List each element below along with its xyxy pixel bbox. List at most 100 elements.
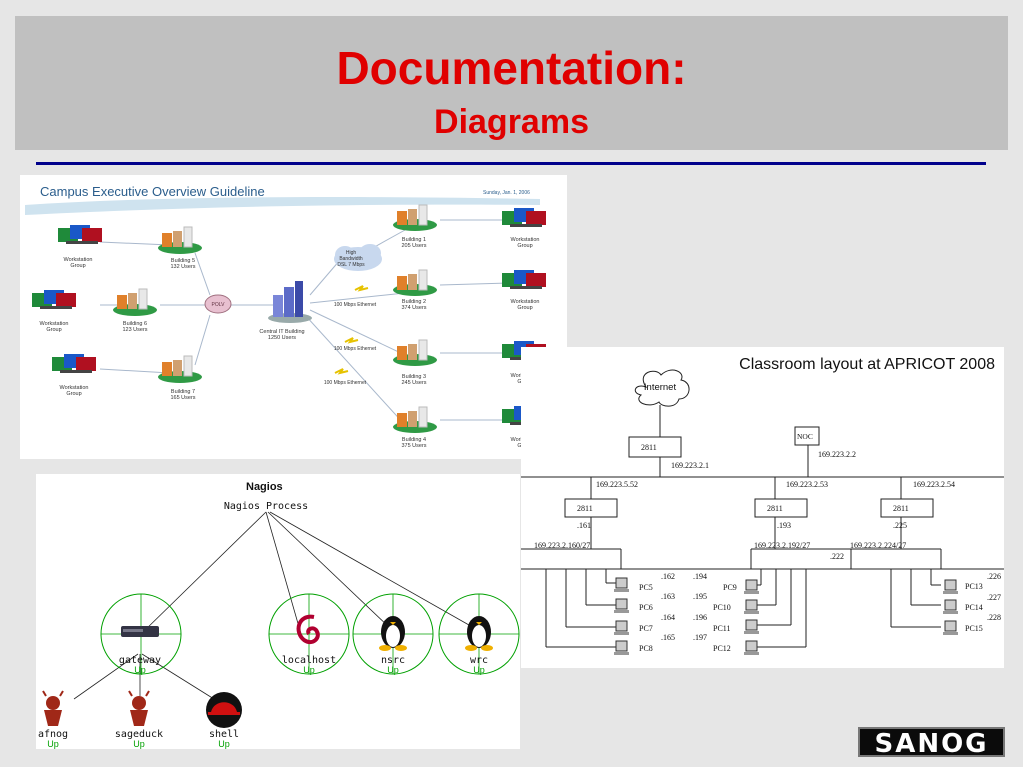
- switch-icon[interactable]: [121, 626, 159, 637]
- building-users: 132 Users: [170, 264, 195, 270]
- workstation-icon: [32, 290, 76, 309]
- host-sageduck[interactable]: sageduck: [115, 729, 163, 740]
- host-shell[interactable]: shell: [209, 729, 239, 740]
- central-label: Central IT Building: [259, 329, 304, 335]
- tux-penguin-icon[interactable]: [379, 616, 407, 651]
- internet-cloud-icon: [634, 369, 690, 407]
- pc-icon: [943, 579, 958, 594]
- campus-date: Sunday, Jan. 1, 2006: [483, 190, 530, 196]
- building-icon: [158, 355, 202, 383]
- campus-title: Campus Executive Overview Guideline: [40, 184, 265, 199]
- central-users: 1250 Users: [268, 335, 296, 341]
- workstation-label-2: Group: [46, 327, 61, 333]
- cloud-icon: [334, 244, 382, 271]
- router-ip: .193: [777, 521, 791, 530]
- pc-ip: .194: [693, 572, 707, 581]
- pc-ip: .164: [661, 613, 675, 622]
- workstation-icon: [52, 354, 96, 373]
- workstation-icon: [502, 270, 546, 289]
- debian-swirl-icon[interactable]: [296, 614, 320, 645]
- pc-icon: [614, 620, 629, 635]
- pc-icon: [744, 579, 759, 594]
- workstation-label-2: Group: [517, 243, 532, 249]
- pc-ip: .228: [987, 613, 1001, 622]
- host-status: Up: [303, 665, 315, 675]
- uplink-ip: 169.223.2.53: [786, 480, 828, 489]
- router-label: 2811: [767, 504, 783, 513]
- pc-icon: [614, 577, 629, 592]
- core-router-label: 2811: [641, 443, 657, 452]
- building-icon: [158, 226, 202, 254]
- header-divider: [36, 162, 986, 165]
- classroom-router: [564, 498, 618, 518]
- noc-label: NOC: [797, 432, 813, 441]
- pc-ip: .162: [661, 572, 675, 581]
- router-label: 2811: [893, 504, 909, 513]
- cloud-label-1: High: [346, 250, 357, 256]
- workstation-label-2: Group: [70, 263, 85, 269]
- uplink-ip: 169.223.2.54: [913, 480, 955, 489]
- nagios-links: [73, 511, 477, 700]
- pc-label: PC13: [965, 582, 983, 591]
- pc-icon: [614, 640, 629, 655]
- pc-label: PC14: [965, 603, 983, 612]
- noc-ip: 169.223.2.2: [818, 450, 856, 459]
- pc-icon: [744, 640, 759, 655]
- building-users: 245 Users: [401, 380, 426, 386]
- core-router: [628, 436, 682, 458]
- cloud-label-2: Bandwidth: [339, 256, 363, 262]
- pc-ip: .163: [661, 592, 675, 601]
- pc-icon: [943, 620, 958, 635]
- host-status: Up: [387, 665, 399, 675]
- workstation-label: Workstation: [511, 299, 540, 305]
- host-gateway[interactable]: gateway: [119, 655, 161, 666]
- pc-icon: [614, 598, 629, 613]
- router-ip: .225: [893, 521, 907, 530]
- building-users: 374 Users: [401, 305, 426, 311]
- core-ip: 169.223.2.1: [671, 461, 709, 470]
- workstation-label-2: Group: [517, 305, 532, 311]
- pc-icon: [744, 599, 759, 614]
- workstation-label: Workstation: [64, 257, 93, 263]
- pc-icon: [744, 619, 759, 634]
- nagios-map-svg: Nagios Nagios Process gateway Up localho…: [38, 481, 520, 749]
- nagios-logo: Nagios: [246, 481, 283, 493]
- host-status: Up: [218, 739, 230, 749]
- internet-label: Internet: [644, 382, 677, 393]
- redhat-icon[interactable]: [206, 692, 242, 728]
- slide-title: Documentation:: [336, 42, 687, 94]
- building-users: 375 Users: [401, 443, 426, 449]
- host-status: Up: [134, 665, 146, 675]
- host-wrc[interactable]: wrc: [470, 655, 488, 666]
- lightning-icon: [344, 337, 359, 344]
- bsd-daemon-icon[interactable]: [42, 690, 64, 726]
- pc-label: PC5: [639, 583, 653, 592]
- workstation-label: Workstation: [40, 321, 69, 327]
- pc-label: PC11: [713, 624, 731, 633]
- central-building-icon: [268, 281, 312, 323]
- campus-links: [99, 219, 511, 426]
- host-status: Up: [47, 739, 59, 749]
- building-icon: [393, 406, 437, 433]
- workstation-icon: [58, 225, 102, 244]
- bsd-daemon-icon[interactable]: [128, 690, 150, 726]
- pc-label: PC6: [639, 603, 653, 612]
- host-nsrc[interactable]: nsrc: [381, 655, 405, 666]
- pc-label: PC15: [965, 624, 983, 633]
- classroom-router: [754, 498, 808, 518]
- link-label: 100 Mbps Ethernet: [334, 302, 377, 308]
- workstation-label-2: Group: [66, 391, 81, 397]
- uplink-ip: 169.223.5.52: [596, 480, 638, 489]
- host-afnog[interactable]: afnog: [38, 729, 68, 740]
- slide-subtitle: Diagrams: [434, 103, 589, 141]
- tux-penguin-icon[interactable]: [465, 616, 493, 651]
- building-icon: [393, 204, 437, 231]
- subnet-label: 169.223.2.192/27: [754, 541, 810, 550]
- pc-ip: .196: [693, 613, 707, 622]
- host-localhost[interactable]: localhost: [282, 655, 336, 666]
- classroom-router: [880, 498, 934, 518]
- building-icon: [113, 288, 157, 316]
- title-swoosh: [25, 197, 540, 215]
- router-label: 2811: [577, 504, 593, 513]
- building-users: 123 Users: [122, 327, 147, 333]
